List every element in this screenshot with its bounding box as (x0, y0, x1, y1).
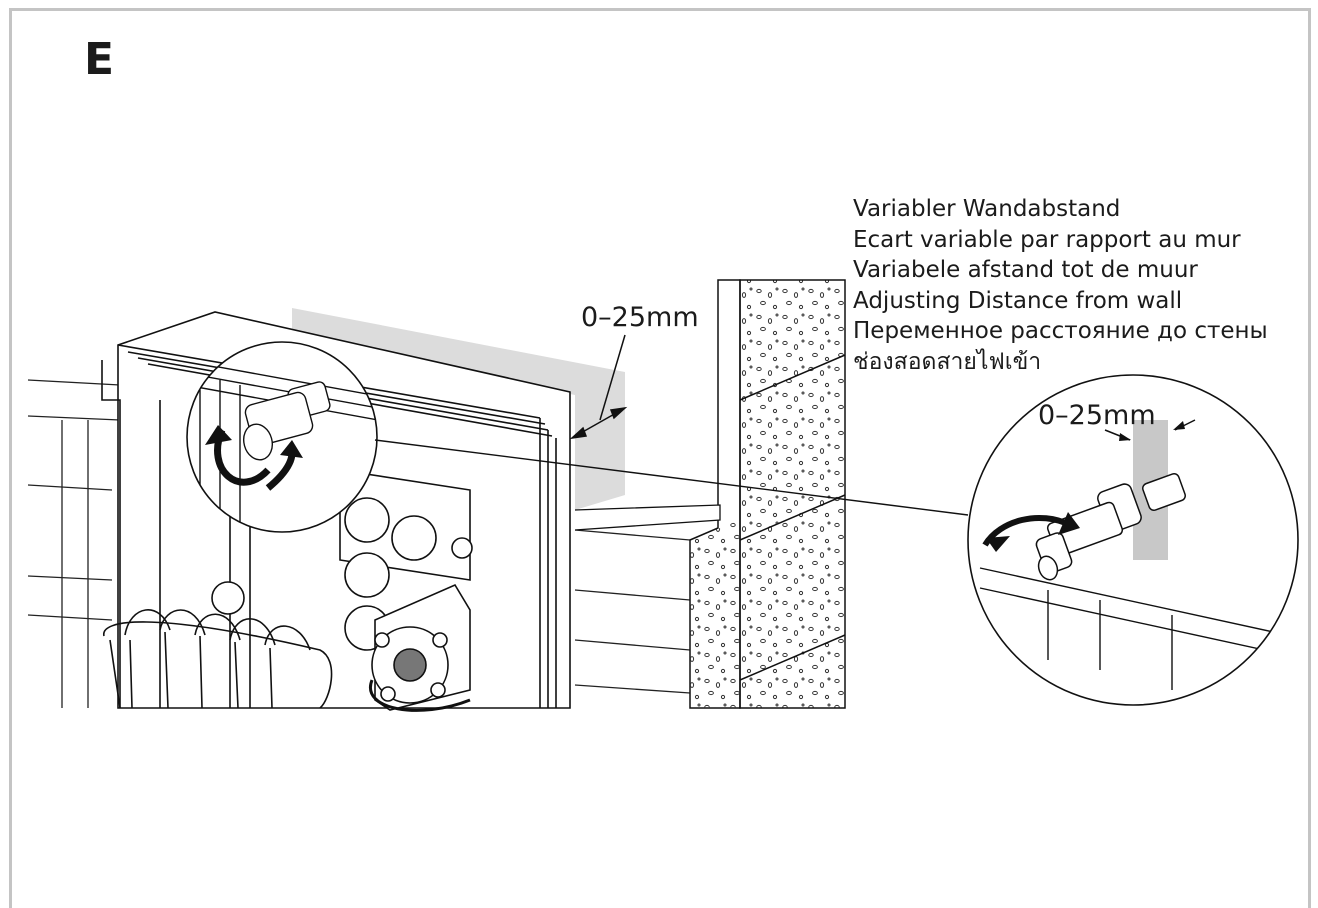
background-cabinet (27, 379, 691, 708)
detail-circle (967, 374, 1299, 706)
zoom-circle (186, 341, 378, 533)
caption-line-de: Variabler Wandabstand (853, 196, 1121, 222)
leader-line (374, 439, 969, 516)
caption-line-th: ช่องสอดสายไฟเข้า (853, 348, 1042, 375)
caption-line-fr: Ecart variable par rapport au mur (853, 226, 1241, 253)
rotate-arrow-icon (214, 428, 271, 486)
heating-coil (103, 609, 333, 709)
step-label: E (84, 34, 115, 85)
wall-section (574, 279, 846, 709)
page-frame (9, 8, 1311, 908)
dimension-label-detail: 0–25mm (1038, 400, 1156, 431)
caption-line-nl: Variabele afstand tot de muur (853, 257, 1198, 283)
wall-gap-shade (292, 308, 625, 510)
caption-line-en: Adjusting Distance from wall (853, 287, 1183, 314)
thermostat-knob (368, 583, 471, 712)
caption-line-ru: Переменное расстояние до стены (853, 318, 1268, 344)
dimension-label-main: 0–25mm (581, 302, 699, 333)
caption-block: Variabler Wandabstand Ecart variable par… (853, 194, 1268, 377)
dimension-arrow-main (569, 334, 628, 440)
